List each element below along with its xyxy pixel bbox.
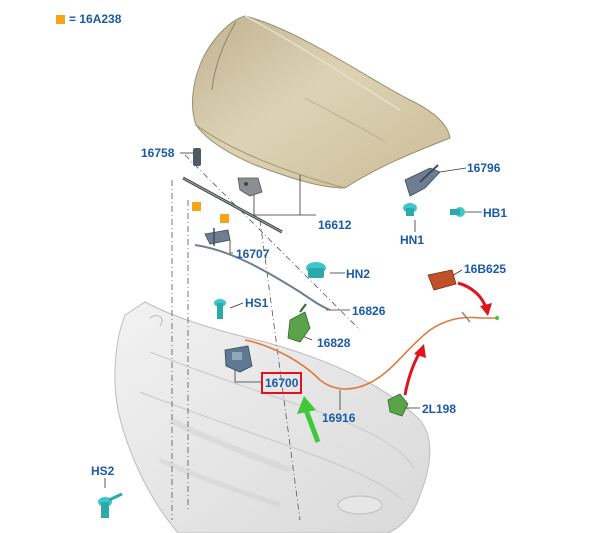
hood-panel[interactable] bbox=[192, 15, 451, 189]
hinge-bolt-HB1[interactable] bbox=[450, 207, 465, 217]
label-16707[interactable]: 16707 bbox=[236, 247, 270, 261]
label-HS1[interactable]: HS1 bbox=[245, 296, 269, 310]
leader-lines bbox=[171, 154, 361, 521]
clip-2L198[interactable] bbox=[387, 393, 409, 417]
screw-HS2[interactable] bbox=[98, 492, 123, 518]
release-handle-16B625[interactable] bbox=[427, 269, 457, 291]
label-16758[interactable]: 16758 bbox=[141, 146, 175, 160]
hood-hinge-16796[interactable] bbox=[404, 164, 441, 197]
legend: = 16A238 bbox=[56, 12, 121, 26]
label-16826[interactable]: 16826 bbox=[352, 304, 386, 318]
red-arrow-cable bbox=[403, 344, 426, 396]
latch-actuator-16828[interactable] bbox=[287, 303, 311, 343]
label-2L198[interactable]: 2L198 bbox=[422, 402, 457, 416]
nut-HN2[interactable] bbox=[306, 262, 326, 278]
bracket-16707[interactable] bbox=[204, 228, 231, 246]
hood-seal-16758[interactable] bbox=[182, 148, 283, 234]
label-16612[interactable]: 16612 bbox=[318, 218, 352, 232]
release-cable-16826[interactable] bbox=[194, 244, 331, 311]
label-16828[interactable]: 16828 bbox=[317, 336, 351, 350]
release-cable-16916[interactable] bbox=[244, 311, 499, 390]
fastener-markers bbox=[192, 202, 229, 223]
label-HB1[interactable]: HB1 bbox=[483, 206, 508, 220]
screw-HS1[interactable] bbox=[214, 299, 226, 319]
hood-striker-16612[interactable] bbox=[237, 177, 263, 197]
red-arrow-handle bbox=[457, 281, 492, 316]
hood-latch-16700[interactable] bbox=[224, 345, 253, 373]
label-16700-highlighted[interactable]: 16700 bbox=[260, 372, 303, 394]
label-16916[interactable]: 16916 bbox=[322, 411, 356, 425]
green-arrow-latch bbox=[297, 396, 321, 443]
label-HN2[interactable]: HN2 bbox=[346, 267, 371, 281]
hinge-nut-HN1[interactable] bbox=[403, 203, 417, 216]
front-bumper bbox=[114, 301, 431, 533]
label-16B625[interactable]: 16B625 bbox=[464, 262, 507, 276]
orange-square-icon bbox=[56, 15, 65, 24]
label-HN1[interactable]: HN1 bbox=[400, 233, 425, 247]
label-HS2[interactable]: HS2 bbox=[91, 464, 115, 478]
label-16796[interactable]: 16796 bbox=[467, 161, 501, 175]
legend-text: = 16A238 bbox=[69, 12, 122, 26]
